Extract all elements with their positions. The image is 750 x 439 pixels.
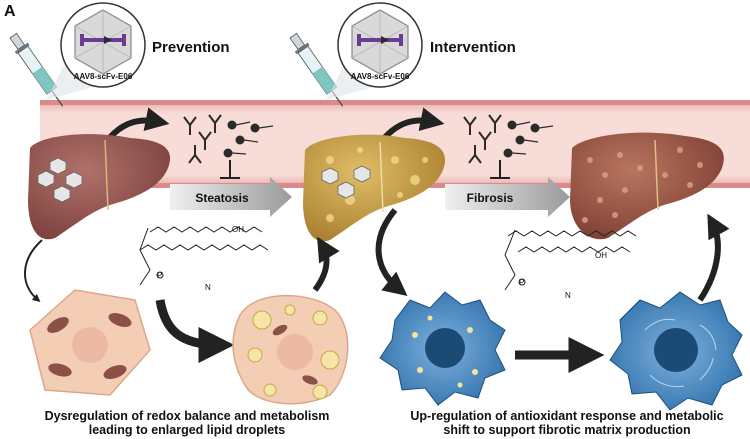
fibrosis-label: Fibrosis (467, 191, 514, 205)
steatosis-label: Steatosis (195, 191, 249, 205)
aav-particle-in-liver-icon (321, 165, 371, 199)
antibody-cluster-left-icon (183, 114, 222, 164)
oxidized-lipid-cluster-right-icon (503, 120, 554, 158)
endoplasmic-reticulum-icon (644, 318, 717, 388)
vector-label-intervention: AAV8-scFv-E06 (351, 72, 410, 81)
choline-label-left: N (205, 283, 211, 292)
antibody-cluster-right-icon (463, 114, 502, 164)
curved-arrow-liver-to-hepatocyte (24, 239, 43, 303)
caption-left-line1: Dysregulation of redox balance and metab… (45, 409, 330, 423)
lipid-droplet-icon (247, 304, 340, 400)
phosphorus-label-right: P (519, 278, 524, 287)
hydroxyl-label-left: OH (232, 225, 244, 234)
oxpl-molecule-right: P N OH (504, 229, 637, 300)
caption-right-line1: Up-regulation of antioxidant response an… (410, 409, 723, 423)
nucleus-icon (72, 327, 108, 363)
lysosome-icon (412, 315, 478, 388)
inhibition-bar-right-icon (490, 160, 510, 179)
phosphorus-label-left: P (157, 271, 162, 280)
steatotic-liver (303, 134, 446, 242)
aav-vector-callout-prevention: AAV8-scFv-E06 (46, 2, 146, 100)
aav-particle-in-liver-icon (37, 157, 83, 203)
transition-arrow-hepatocyte (155, 299, 235, 363)
curved-arrow-hepatocyte-to-liver (312, 236, 340, 292)
nucleus-icon (654, 328, 698, 372)
aav-vector-callout-intervention: AAV8-scFv-E06 (326, 2, 423, 100)
stage-title-intervention: Intervention (430, 39, 516, 56)
vector-label-prevention: AAV8-scFv-E06 (74, 72, 133, 81)
nucleus-icon (277, 334, 313, 370)
fibrosis-arrow: Fibrosis (445, 177, 570, 217)
curved-arrow-macrophage-to-liver (697, 213, 730, 302)
oxidized-lipid-cluster-left-icon (223, 120, 274, 158)
oxpl-molecule-left: P N OH (139, 225, 269, 292)
healthy-liver (28, 134, 171, 240)
inhibition-bar-left-icon (220, 160, 240, 179)
caption-right-line2: shift to support fibrotic matrix product… (443, 423, 690, 437)
choline-label-right: N (565, 291, 571, 300)
macrophage-activated (379, 291, 506, 406)
stage-title-prevention: Prevention (152, 39, 230, 56)
curved-arrow-liver-to-macrophage (375, 208, 408, 297)
mitochondria-icon (272, 324, 318, 385)
scfv-gene-icon (357, 34, 403, 46)
hepatocyte-steatotic (232, 294, 349, 405)
syringe-prevention-icon (9, 32, 64, 107)
scfv-gene-icon (80, 34, 126, 46)
hepatocyte-healthy (29, 289, 151, 396)
macrophage-profibrotic (609, 291, 743, 411)
panel-letter: A (4, 3, 16, 20)
syringe-intervention-icon (289, 32, 344, 107)
mitochondria-icon (47, 313, 132, 379)
caption-left-line2: leading to enlarged lipid droplets (89, 423, 286, 437)
hydroxyl-label-right: OH (595, 251, 607, 260)
nucleus-icon (425, 328, 465, 368)
steatosis-arrow: Steatosis (170, 177, 292, 217)
fibrotic-liver (570, 132, 724, 240)
